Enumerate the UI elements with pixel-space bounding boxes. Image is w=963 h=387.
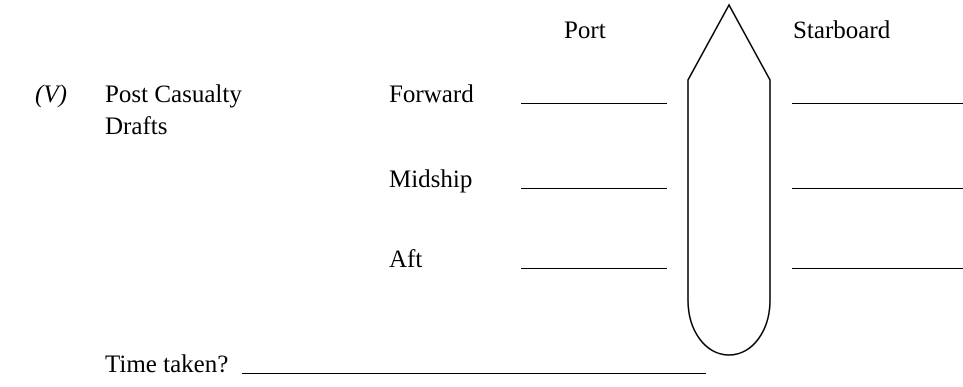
time-taken-field[interactable] [242,373,706,374]
section-title-line2: Drafts [105,113,168,140]
starboard-column-header: Starboard [793,17,891,44]
section-marker: (V) [35,81,67,108]
port-column-header: Port [564,17,606,44]
forward-starboard-field[interactable] [792,103,963,104]
row-label-aft: Aft [389,246,423,273]
time-taken-label: Time taken? [105,351,229,378]
aft-starboard-field[interactable] [792,268,963,269]
forward-port-field[interactable] [521,103,667,104]
row-label-forward: Forward [389,81,474,108]
aft-port-field[interactable] [521,268,667,269]
section-title-line1: Post Casualty [105,81,242,108]
row-label-midship: Midship [389,166,473,193]
midship-starboard-field[interactable] [792,188,963,189]
midship-port-field[interactable] [521,188,667,189]
